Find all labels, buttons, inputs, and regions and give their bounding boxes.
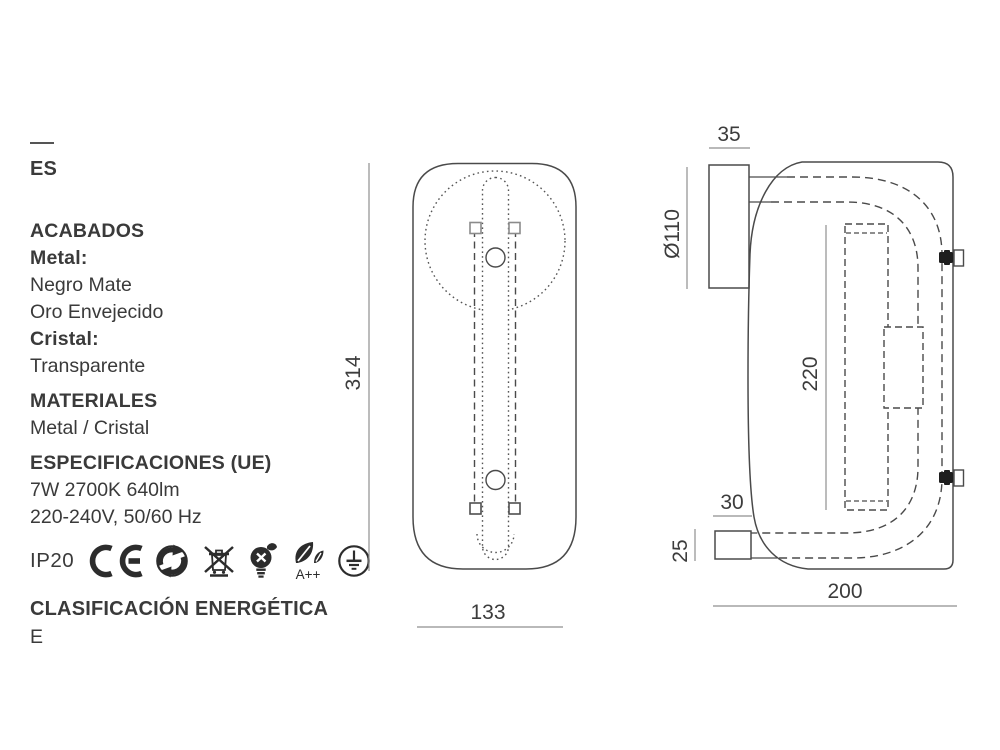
front-tube-endcap: [476, 533, 515, 554]
ip-rating-label: IP20: [30, 549, 75, 572]
side-led-tube: [844, 223, 889, 511]
side-view-drawing: 35 Ø110 220: [661, 123, 965, 607]
side-tube-length-label: 220: [799, 356, 822, 391]
side-bracket-width-label: 35: [717, 123, 740, 146]
language-tag: ES: [30, 158, 58, 180]
side-body-outline: [747, 161, 954, 570]
front-view-drawing: 314 133: [342, 162, 577, 628]
front-body-outline: [412, 162, 577, 570]
eco-bulb-icon: [250, 543, 278, 578]
side-depth-dim-label: 200: [827, 580, 862, 603]
side-glass-inner-contour: [757, 201, 919, 534]
metal-label: Metal:: [30, 247, 88, 269]
front-tube-capsule: [481, 176, 510, 561]
weee-crossed-bin-icon: [204, 546, 235, 577]
side-screw-top: [939, 249, 965, 267]
front-width-dim-label: 133: [470, 601, 505, 624]
finishes-title: ACABADOS: [30, 220, 145, 242]
certification-icons-row: IP20: [30, 541, 372, 582]
side-lower-bracket-height-label: 25: [669, 539, 692, 562]
green-dot-recycle-icon: [156, 544, 188, 578]
glass-finish: Transparente: [30, 355, 146, 377]
front-bracket-tabs: [469, 221, 521, 515]
side-wall-plate: [708, 164, 750, 289]
side-driver-box: [883, 326, 924, 409]
metal-finish-1: Negro Mate: [30, 274, 132, 296]
front-disc-outline: [424, 170, 566, 312]
energy-leaf-icon: A++: [295, 542, 324, 582]
side-plate-diameter-label: Ø110: [661, 209, 684, 259]
specs-title: ESPECIFICACIONES (UE): [30, 452, 272, 474]
front-height-dim-label: 314: [342, 355, 365, 390]
energy-leaf-label: A++: [296, 567, 321, 582]
front-screw-hole-top: [485, 247, 506, 268]
front-screw-hole-bottom: [485, 469, 506, 491]
energy-class-title: CLASIFICACIÓN ENERGÉTICA: [30, 598, 329, 620]
side-lower-bracket-width-label: 30: [720, 491, 743, 514]
specs-line-1: 7W 2700K 640lm: [30, 479, 180, 501]
metal-finish-2: Oro Envejecido: [30, 301, 164, 323]
side-bottom-mount: [714, 530, 752, 560]
ce-mark-icon: [89, 544, 143, 578]
specs-line-2: 220-240V, 50/60 Hz: [30, 506, 202, 528]
side-connector-lines: [749, 176, 787, 559]
side-screw-bottom: [939, 469, 965, 487]
side-glass-outer-contour: [777, 176, 943, 559]
materials-value: Metal / Cristal: [30, 417, 150, 439]
top-divider-line: [30, 142, 54, 144]
materials-title: MATERIALES: [30, 390, 158, 412]
glass-label: Cristal:: [30, 328, 99, 350]
energy-class-value: E: [30, 626, 44, 648]
